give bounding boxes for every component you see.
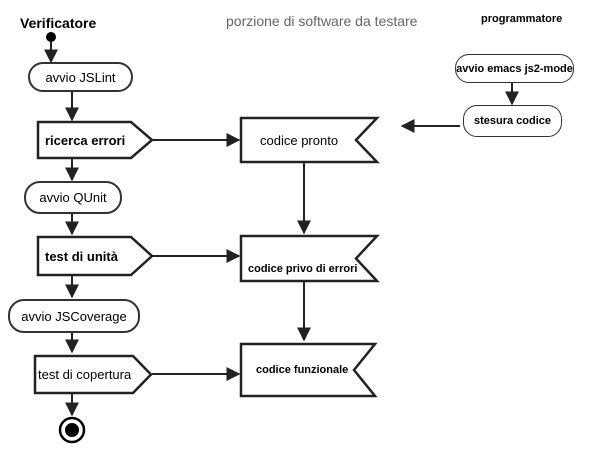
signal-label: ricerca errori (45, 132, 126, 148)
action-avvio-jslint: avvio JSLint (28, 62, 133, 92)
signal-send-ricerca-errori: ricerca errori (36, 120, 154, 160)
action-avvio-qunit: avvio QUnit (24, 181, 122, 214)
receive-signal-shape (239, 342, 378, 398)
signal-send-test-copertura: test di copertura (33, 354, 153, 395)
action-label: avvio QUnit (39, 190, 107, 205)
send-signal-shape (36, 120, 154, 160)
receive-signal-shape (239, 116, 380, 164)
send-signal-shape (33, 354, 153, 395)
action-label: avvio JSLint (45, 69, 116, 85)
signal-receive-codice-privo: codice privo di errori (239, 234, 380, 283)
lane-title-software: porzione di software da testare (226, 13, 418, 29)
action-label: stesura codice (473, 115, 552, 127)
final-node-core (65, 423, 79, 437)
signal-label: codice funzionale (256, 364, 349, 376)
action-avvio-emacs: avvio emacs js2-mode (455, 54, 574, 83)
action-label: avvio emacs js2-mode (456, 62, 573, 75)
signal-label: test di unità (45, 248, 118, 264)
signal-receive-codice-pronto: codice pronto (239, 116, 380, 164)
signal-send-test-unita: test di unità (36, 235, 154, 277)
signal-label: test di copertura (38, 367, 132, 382)
action-stesura-codice: stesura codice (463, 105, 562, 137)
send-signal-shape (36, 235, 154, 277)
receive-signal-shape (239, 234, 380, 283)
action-avvio-jscoverage: avvio JSCoverage (8, 299, 140, 333)
initial-node (46, 32, 56, 42)
signal-label: codice privo di errori (248, 262, 358, 275)
action-label: avvio JSCoverage (21, 308, 127, 324)
lane-title-verificatore: Verificatore (20, 15, 97, 31)
lane-title-programmatore: programmatore (481, 13, 563, 25)
signal-label: codice pronto (260, 132, 339, 148)
signal-receive-codice-funzionale: codice funzionale (239, 342, 378, 398)
